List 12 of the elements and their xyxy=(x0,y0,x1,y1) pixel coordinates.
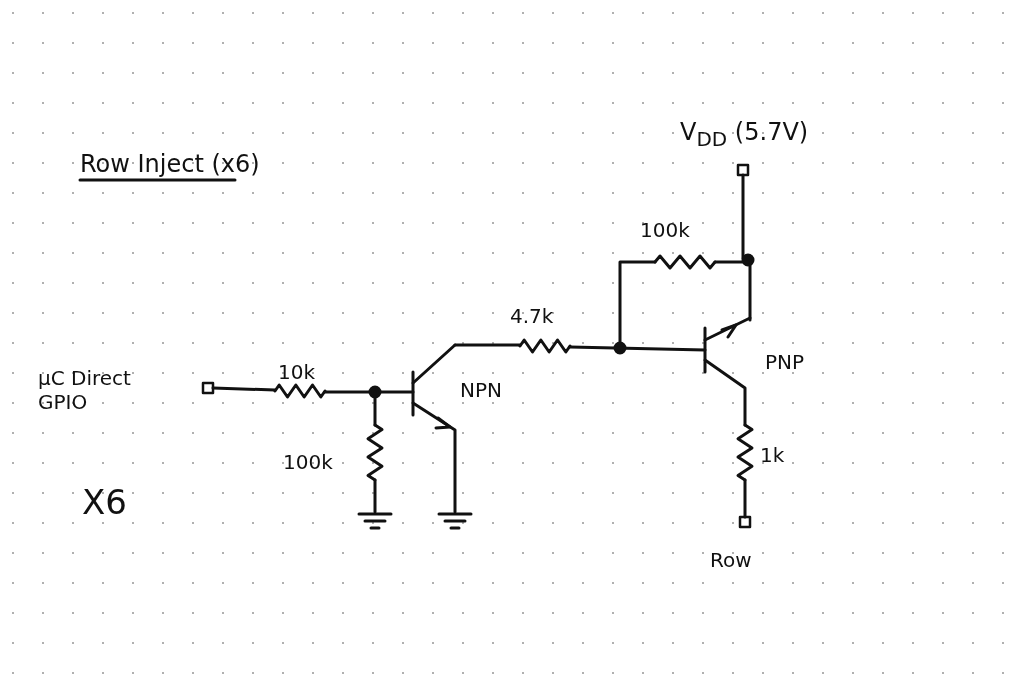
resistor-value-label: 1k xyxy=(760,443,785,467)
resistor-value-label: 100k xyxy=(640,218,690,242)
transistor-type-label: NPN xyxy=(460,378,502,402)
transistor-type-label: PNP xyxy=(765,350,805,374)
resistor-value-label: 4.7k xyxy=(510,304,554,328)
input-label: µC Direct GPIO xyxy=(38,366,132,414)
resistor-value-label: 10k xyxy=(278,360,316,384)
multiplier-note: X6 xyxy=(82,482,127,522)
supply-label: V$_{DD}$ (5.7V) xyxy=(680,118,809,151)
title-heading: Row Inject (x6) xyxy=(80,150,260,178)
resistor-value-label: 100k xyxy=(283,450,333,474)
output-label: Row xyxy=(710,548,752,572)
